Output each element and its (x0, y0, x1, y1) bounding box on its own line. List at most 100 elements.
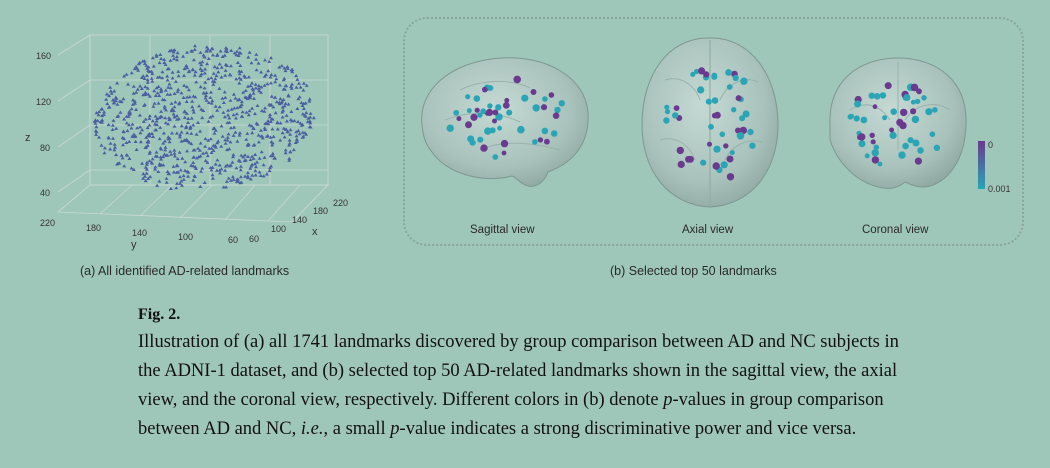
landmark-marker (250, 154, 254, 158)
selected-landmark-dot (742, 110, 750, 118)
caption-p-2: p (390, 419, 400, 439)
landmark-marker (108, 89, 113, 93)
landmark-marker (189, 131, 194, 135)
landmark-marker (237, 72, 242, 76)
selected-landmark-dot (492, 109, 499, 116)
landmark-marker (177, 102, 182, 106)
landmark-marker (185, 149, 190, 153)
landmark-marker (127, 123, 131, 127)
landmark-marker (170, 76, 175, 80)
landmark-marker (210, 98, 215, 103)
landmark-marker (148, 174, 153, 179)
landmark-marker (184, 111, 189, 115)
landmark-marker (160, 70, 165, 74)
landmark-marker (204, 45, 209, 49)
selected-landmark-dot (731, 107, 737, 113)
landmark-marker (237, 131, 242, 135)
landmark-marker (93, 121, 98, 125)
selected-landmark-dot (869, 132, 875, 138)
landmark-marker (208, 115, 213, 119)
landmark-marker (141, 119, 146, 123)
landmark-marker (157, 162, 162, 166)
landmark-marker (225, 147, 230, 152)
landmark-marker (179, 91, 184, 95)
landmark-marker (222, 53, 227, 57)
landmark-marker (260, 136, 265, 140)
landmark-marker (218, 171, 222, 175)
landmark-marker (176, 69, 181, 73)
landmark-marker (106, 135, 111, 139)
landmark-marker (205, 62, 210, 66)
landmark-marker (154, 54, 159, 58)
landmark-marker (143, 178, 148, 183)
landmark-marker (182, 109, 187, 113)
landmark-marker (194, 156, 199, 160)
landmark-marker (266, 122, 271, 126)
landmark-marker (100, 113, 105, 118)
selected-landmark-dot (470, 113, 478, 121)
landmark-marker (191, 178, 196, 182)
landmark-marker (280, 131, 285, 135)
selected-landmark-dot (487, 103, 493, 109)
landmark-marker (209, 101, 214, 105)
landmark-marker (112, 89, 117, 93)
landmark-marker (154, 53, 159, 57)
landmark-marker (178, 168, 183, 172)
landmark-marker (219, 144, 224, 148)
landmark-marker (270, 127, 275, 131)
landmark-marker (271, 105, 276, 109)
selected-landmark-dot (914, 98, 921, 105)
landmark-marker (196, 120, 200, 124)
landmark-marker (111, 98, 116, 102)
landmark-marker (301, 106, 306, 110)
landmark-marker (163, 62, 168, 66)
selected-landmark-dot (541, 127, 549, 135)
landmark-marker (307, 119, 312, 123)
landmark-marker (153, 165, 158, 169)
landmark-marker (174, 54, 179, 59)
landmark-marker (299, 100, 304, 105)
landmark-marker (204, 98, 209, 102)
landmark-marker (254, 68, 259, 72)
landmark-marker (257, 156, 262, 160)
landmark-marker (290, 67, 295, 71)
landmark-marker (182, 83, 187, 87)
landmark-marker (145, 80, 150, 84)
landmark-marker (102, 110, 107, 114)
landmark-marker (122, 74, 127, 78)
landmark-marker (259, 128, 263, 132)
landmark-marker (163, 121, 168, 125)
landmark-marker (204, 93, 208, 97)
landmark-marker (268, 166, 272, 170)
landmark-marker (102, 146, 107, 150)
landmark-marker (115, 162, 120, 166)
landmark-marker (259, 85, 264, 89)
selected-landmark-dot (664, 104, 670, 110)
landmark-marker (243, 153, 247, 157)
landmark-marker (206, 119, 211, 123)
landmark-marker (262, 109, 267, 113)
landmark-marker (254, 121, 259, 125)
landmark-marker (273, 73, 278, 77)
landmark-marker (162, 152, 167, 156)
landmark-marker (138, 125, 143, 129)
landmark-marker (232, 106, 237, 110)
landmark-marker (253, 86, 258, 90)
landmark-marker (211, 71, 216, 75)
landmark-points (92, 44, 316, 190)
selected-landmark-dot (550, 130, 558, 137)
landmark-marker (118, 110, 123, 114)
landmark-marker (147, 159, 152, 163)
landmark-marker (245, 174, 250, 178)
landmark-marker (166, 122, 171, 126)
landmark-marker (122, 164, 127, 168)
landmark-marker (287, 143, 292, 147)
landmark-marker (167, 82, 172, 86)
selected-landmark-dot (477, 136, 484, 143)
landmark-marker (132, 132, 136, 136)
landmark-marker (176, 74, 181, 78)
landmark-marker (113, 95, 118, 99)
landmark-marker (236, 158, 241, 162)
x-axis-label: x (312, 226, 318, 238)
landmark-marker (140, 59, 145, 63)
